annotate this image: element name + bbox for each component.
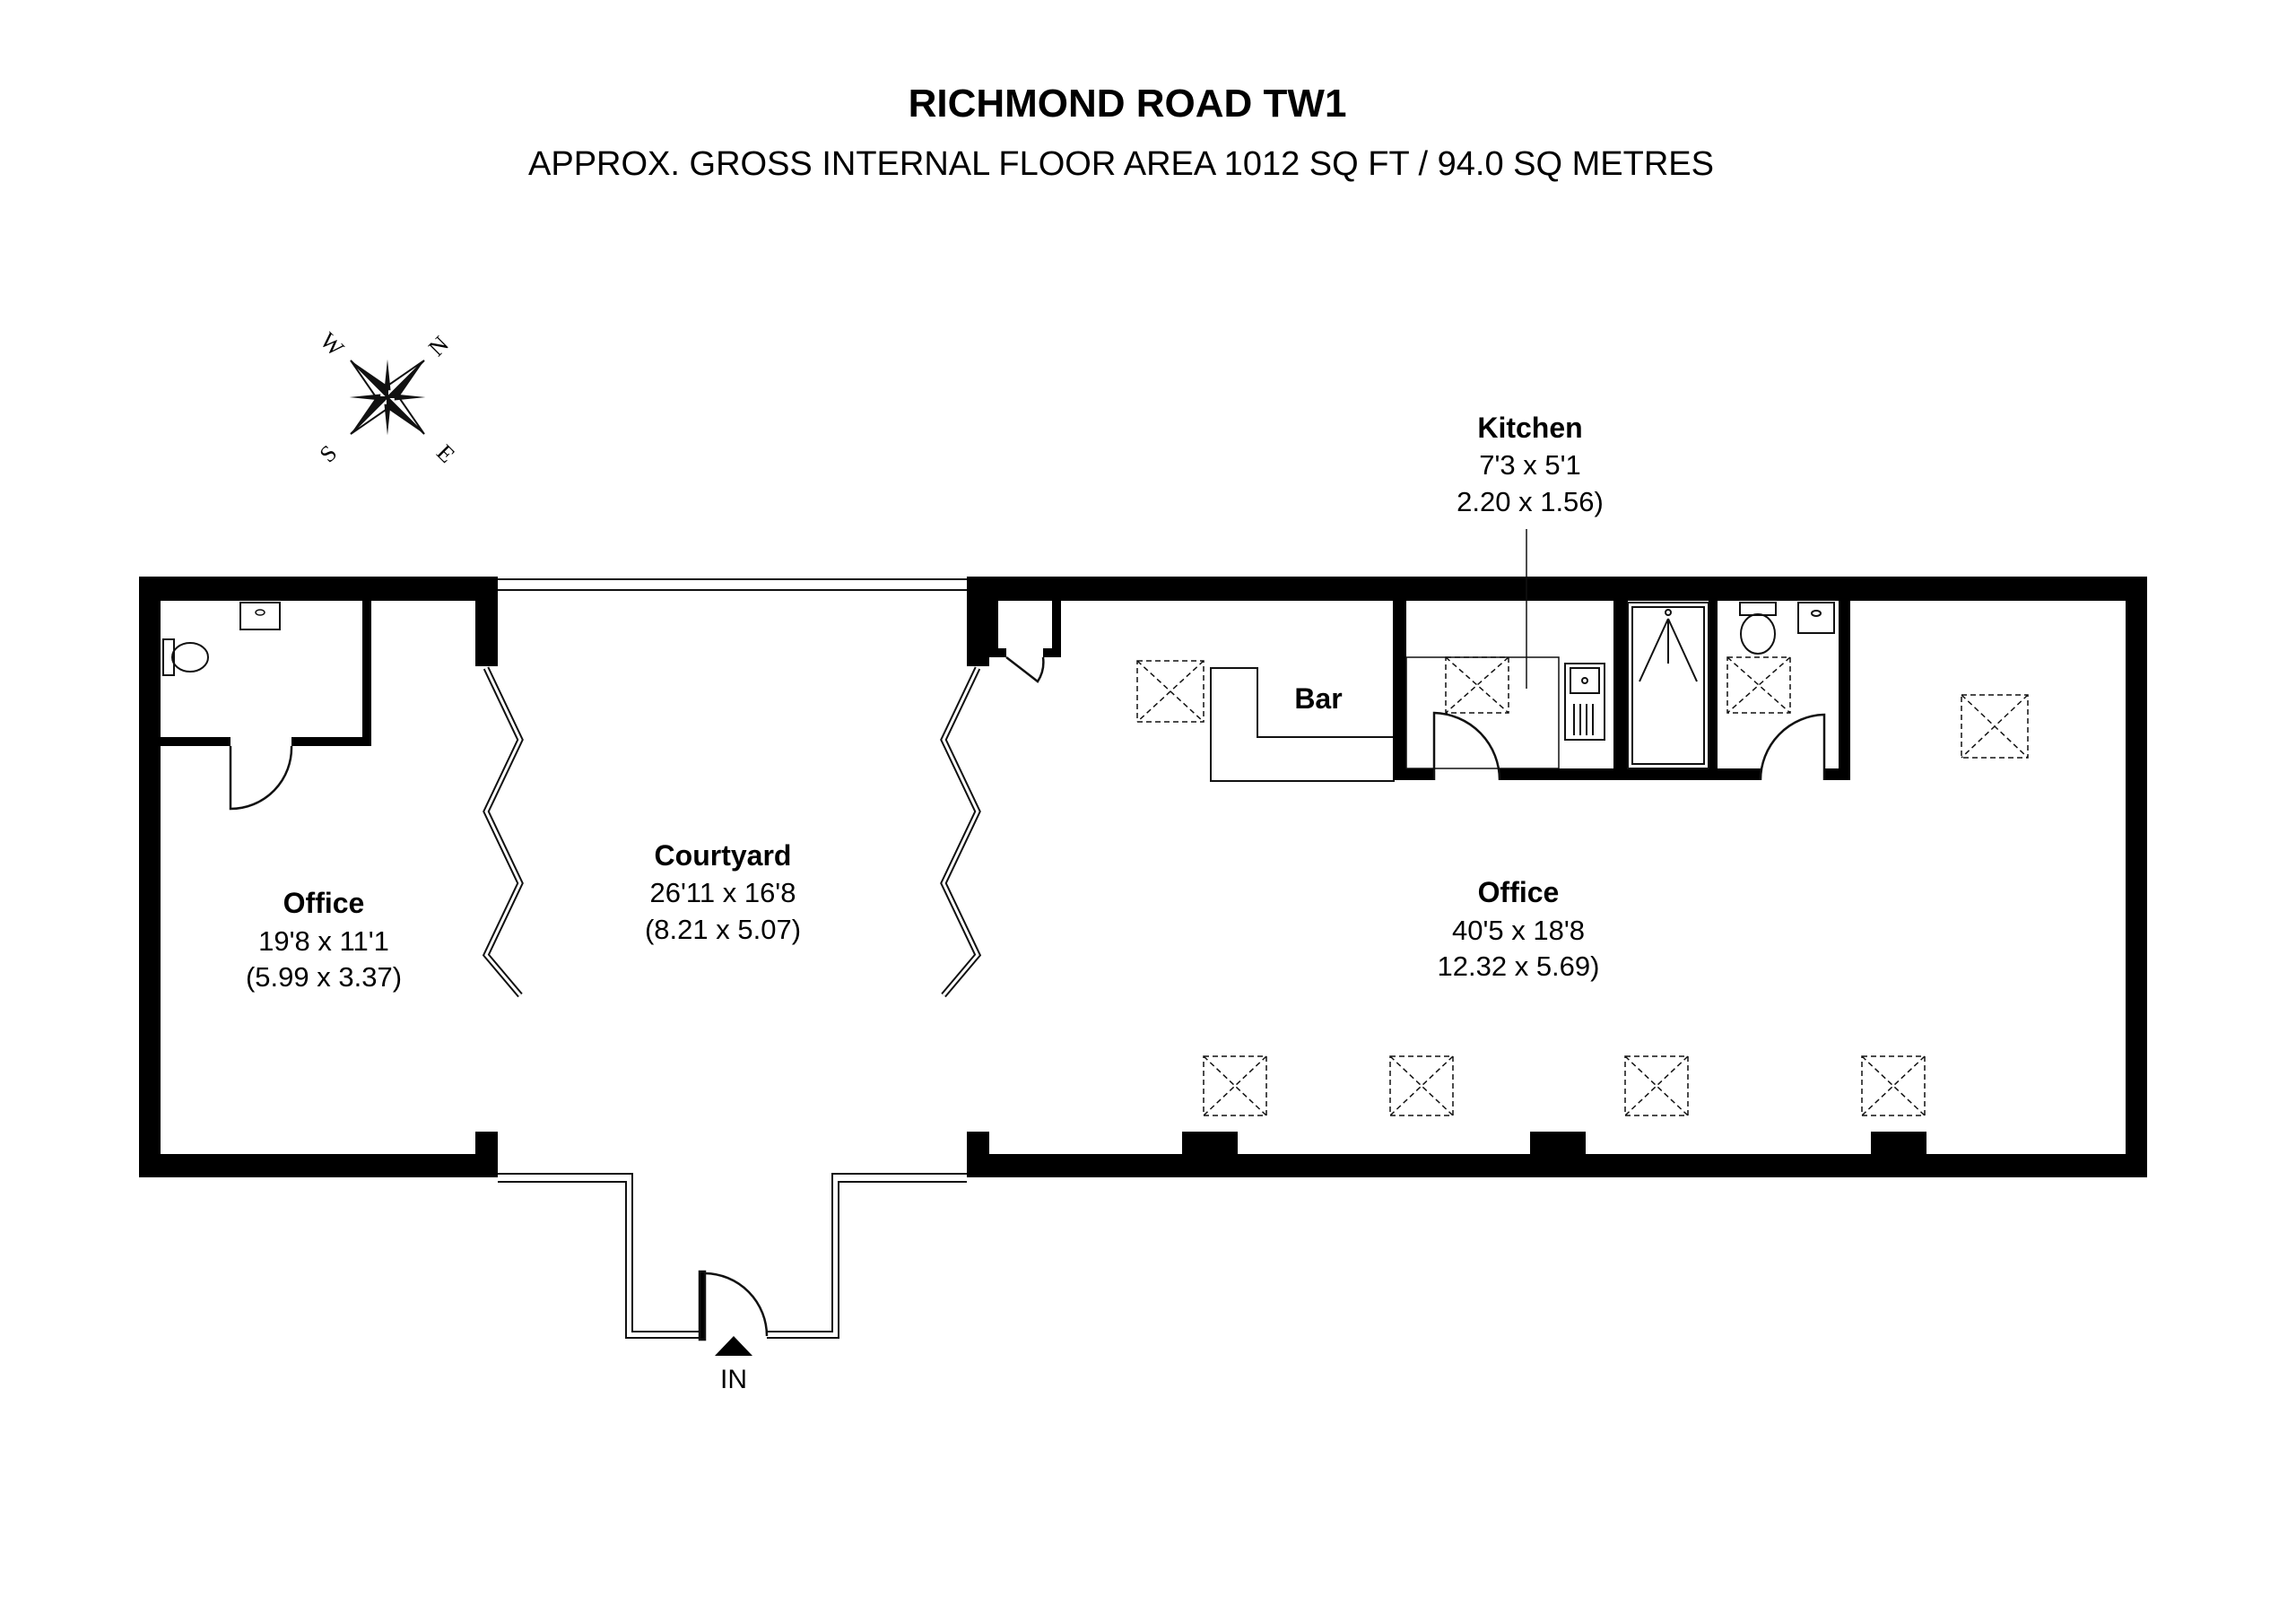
room-label-office-left: Office 19'8 x 11'1 (5.99 x 3.37) (246, 887, 402, 993)
entrance-door[interactable] (698, 1270, 769, 1341)
room-dimensions-metric: 2.20 x 1.56) (1457, 486, 1604, 517)
skylight-icon (1389, 1055, 1454, 1116)
compass-north-label: N (423, 331, 454, 361)
sink-icon (1564, 663, 1605, 741)
wc-basin-icon (1797, 602, 1835, 634)
room-dimensions-imperial: 26'11 x 16'8 (650, 877, 796, 908)
skylights (1136, 656, 2029, 1116)
bar-counter (1210, 667, 1395, 782)
entrance-arrow-icon (715, 1336, 752, 1356)
room-dimensions-metric: (8.21 x 5.07) (645, 914, 801, 945)
plan-title: RICHMOND ROAD TW1 (909, 82, 1347, 126)
skylight-icon (1203, 1055, 1267, 1116)
wc-toilet-icon (1739, 602, 1777, 655)
service-rooms (1393, 601, 1850, 781)
kitchen-door[interactable] (1432, 711, 1501, 781)
room-label-courtyard: Courtyard 26'11 x 16'8 (8.21 x 5.07) (645, 839, 801, 945)
skylight-icon (1861, 1055, 1926, 1116)
room-name: Kitchen (1477, 412, 1582, 444)
room-dimensions-metric: (5.99 x 3.37) (246, 961, 402, 993)
left-wc-door[interactable] (229, 745, 293, 811)
skylight-icon (1445, 656, 1509, 714)
exterior-walls (139, 577, 2147, 1177)
basin-icon (239, 602, 281, 630)
cupboard-door[interactable] (1005, 656, 1045, 683)
room-name: Courtyard (655, 839, 792, 872)
skylight-icon (1624, 1055, 1689, 1116)
compass-rose-icon (349, 359, 426, 436)
compass-south-label: S (315, 440, 343, 468)
toilet-icon (162, 638, 209, 676)
skylight-icon (1961, 694, 2029, 759)
room-dimensions-imperial: 7'3 x 5'1 (1479, 449, 1581, 481)
room-name: Office (1478, 876, 1560, 908)
room-name: Office (283, 887, 365, 919)
bar-label: Bar (1294, 682, 1342, 715)
compass-east-label: E (431, 439, 460, 468)
room-dimensions-imperial: 19'8 x 11'1 (258, 925, 389, 957)
room-dimensions-imperial: 40'5 x 18'8 (1452, 915, 1585, 946)
courtyard-boundary (498, 578, 967, 1339)
compass-west-label: W (315, 327, 349, 361)
room-label-kitchen: Kitchen 7'3 x 5'1 2.20 x 1.56) (1457, 412, 1604, 517)
cupboard (989, 601, 1061, 683)
wc-door[interactable] (1759, 713, 1826, 781)
entrance-label: IN (720, 1365, 747, 1394)
plan-subtitle: APPROX. GROSS INTERNAL FLOOR AREA 1012 S… (528, 145, 1714, 183)
skylight-icon (1136, 660, 1205, 723)
left-wc (161, 601, 371, 811)
room-dimensions-metric: 12.32 x 5.69) (1438, 950, 1600, 982)
shower-tray-icon (1627, 602, 1709, 769)
skylight-icon (1726, 656, 1791, 714)
room-label-office-main: Office 40'5 x 18'8 12.32 x 5.69) (1438, 876, 1600, 982)
